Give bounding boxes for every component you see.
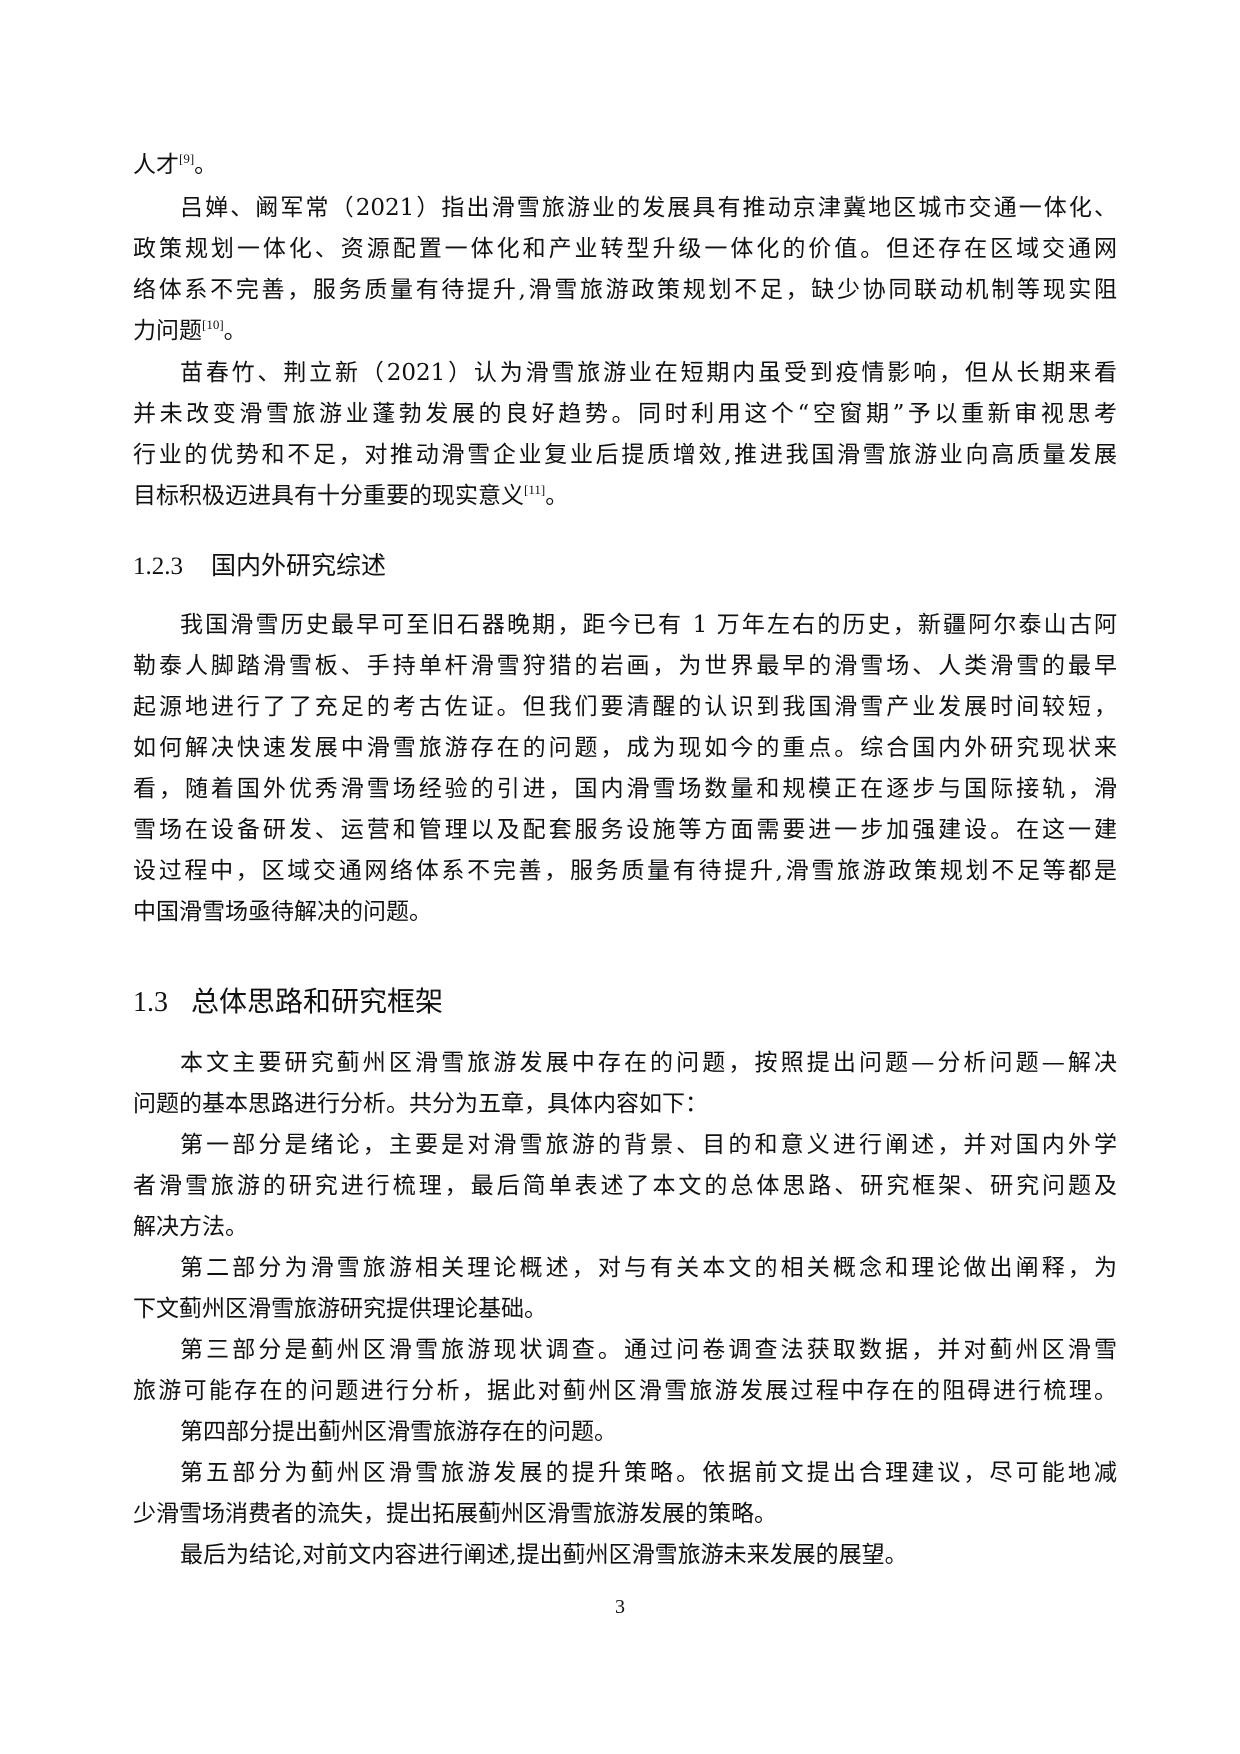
paragraph-line: 第四部分提出蓟州区滑雪旅游存在的问题。: [180, 1419, 617, 1445]
paragraph-line: 第五部分为蓟州区滑雪旅游发展的提升策略。依据前文提出合理建议，尽可能地减: [180, 1460, 1117, 1486]
page-number: 3: [615, 1596, 625, 1618]
text-run: 。: [194, 152, 218, 178]
paragraph-line: 最后为结论,对前文内容进行阐述,提出蓟州区滑雪旅游未来发展的展望。: [180, 1542, 908, 1568]
heading-title: 总体思路和研究框架: [191, 985, 444, 1018]
paragraph-line: 勒泰人脚踏滑雪板、手持单杆滑雪狩猎的岩画，为世界最早的滑雪场、人类滑雪的最早: [133, 653, 1117, 679]
paragraph-line: 如何解决快速发展中滑雪旅游存在的问题，成为现如今的重点。综合国内外研究现状来: [133, 735, 1117, 761]
paragraph-line: 络体系不完善，服务质量有待提升,滑雪旅游政策规划不足，缺少协同联动机制等现实阻: [133, 277, 1117, 303]
citation: [11]: [524, 482, 546, 497]
paragraph-line: 下文蓟州区滑雪旅游研究提供理论基础。: [133, 1296, 547, 1322]
paragraph-line: 第一部分是绪论，主要是对滑雪旅游的背景、目的和意义进行阐述，并对国内外学: [180, 1132, 1117, 1158]
paragraph-line: 中国滑雪场亟待解决的问题。: [133, 899, 432, 925]
text-run: 人才: [133, 152, 179, 178]
paragraph-line: 并未改变滑雪旅游业蓬勃发展的良好趋势。同时利用这个“空窗期”予以重新审视思考: [133, 401, 1117, 427]
paragraph-line: 设过程中，区域交通网络体系不完善，服务质量有待提升,滑雪旅游政策规划不足等都是: [133, 858, 1117, 884]
citation: [9]: [179, 151, 195, 166]
section-heading-1-3: 1.3 总体思路和研究框架: [133, 985, 443, 1020]
paragraph-line: 本文主要研究蓟州区滑雪旅游发展中存在的问题，按照提出问题—分析问题—解决: [180, 1050, 1117, 1076]
paragraph-line: 苗春竹、荆立新（2021）认为滑雪旅游业在短期内虽受到疫情影响，但从长期来看: [180, 360, 1117, 386]
section-heading-1-2-3: 1.2.3 国内外研究综述: [133, 550, 386, 583]
paragraph-line: 问题的基本思路进行分析。共分为五章，具体内容如下：: [133, 1091, 708, 1117]
paragraph-line: 第三部分是蓟州区滑雪旅游现状调查。通过问卷调查法获取数据，并对蓟州区滑雪: [180, 1337, 1117, 1363]
paragraph-line: 力问题[10]。: [133, 316, 1117, 346]
heading-number: 1.2.3: [133, 553, 183, 580]
heading-title: 国内外研究综述: [211, 551, 387, 580]
paragraph-continuation: 人才[9]。: [133, 150, 1117, 180]
citation: [10]: [202, 317, 224, 332]
paragraph-line: 政策规划一体化、资源配置一体化和产业转型升级一体化的价值。但还存在区域交通网: [133, 236, 1117, 262]
paragraph-line: 我国滑雪历史最早可至旧石器晚期，距今已有 1 万年左右的历史，新疆阿尔泰山古阿: [180, 612, 1117, 638]
paragraph-line: 第二部分为滑雪旅游相关理论概述，对与有关本文的相关概念和理论做出阐释，为: [180, 1255, 1117, 1281]
paragraph-line: 旅游可能存在的问题进行分析，据此对蓟州区滑雪旅游发展过程中存在的阻碍进行梳理。: [133, 1378, 1117, 1404]
heading-number: 1.3: [133, 987, 168, 1018]
paragraph-line: 解决方法。: [133, 1214, 248, 1240]
text-run: 。: [223, 318, 247, 344]
text-run: 。: [545, 483, 569, 509]
paragraph-line: 者滑雪旅游的研究进行梳理，最后简单表述了本文的总体思路、研究框架、研究问题及: [133, 1173, 1117, 1199]
paragraph-line: 雪场在设备研发、运营和管理以及配套服务设施等方面需要进一步加强建设。在这一建: [133, 817, 1117, 843]
paragraph-line: 少滑雪场消费者的流失，提出拓展蓟州区滑雪旅游发展的策略。: [133, 1501, 777, 1527]
text-run: 力问题: [133, 318, 202, 344]
paragraph-line: 吕婵、阚军常（2021）指出滑雪旅游业的发展具有推动京津冀地区城市交通一体化、: [180, 195, 1117, 221]
paragraph-line: 起源地进行了了充足的考古佐证。但我们要清醒的认识到我国滑雪产业发展时间较短，: [133, 694, 1117, 720]
paragraph-line: 行业的优势和不足，对推动滑雪企业复业后提质增效,推进我国滑雪旅游业向高质量发展: [133, 442, 1117, 468]
paragraph-line: 目标积极迈进具有十分重要的现实意义[11]。: [133, 481, 1117, 511]
text-run: 目标积极迈进具有十分重要的现实意义: [133, 483, 524, 509]
paragraph-line: 看，随着国外优秀滑雪场经验的引进，国内滑雪场数量和规模正在逐步与国际接轨，滑: [133, 776, 1117, 802]
